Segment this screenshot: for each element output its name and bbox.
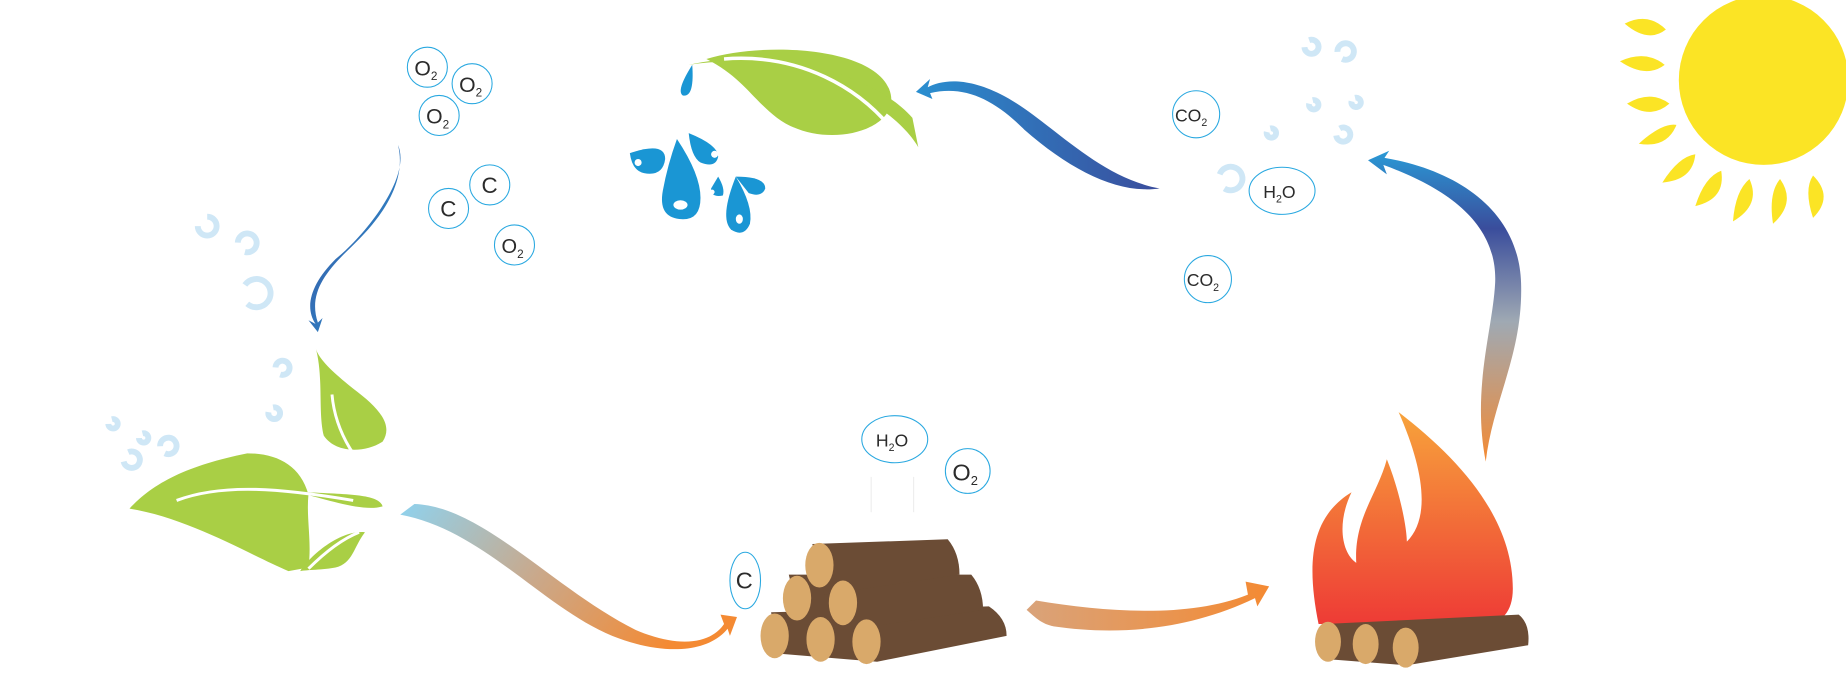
- svg-text:CO2: CO2: [1187, 270, 1219, 294]
- svg-text:O2: O2: [459, 74, 482, 100]
- svg-text:O2: O2: [414, 57, 437, 83]
- svg-text:C: C: [440, 197, 456, 222]
- bubbles-icon: [105, 36, 1364, 471]
- svg-text:O2: O2: [952, 459, 978, 488]
- molecule-h2o: H2O: [861, 415, 929, 464]
- svg-text:H2O: H2O: [876, 430, 908, 454]
- svg-text:CO2: CO2: [1175, 105, 1207, 129]
- arrow-atmosphere-to-leaves: [308, 144, 401, 333]
- svg-text:O2: O2: [502, 236, 524, 261]
- molecule-carbon: C: [469, 164, 511, 206]
- svg-text:C: C: [482, 173, 498, 198]
- log-pile-icon: [760, 539, 1007, 665]
- arrow-leaves-to-wood: [400, 503, 737, 650]
- svg-text:H2O: H2O: [1263, 182, 1295, 206]
- water-droplets-icon: [629, 64, 766, 233]
- molecule-o2: O2: [406, 46, 448, 88]
- sun-icon: [1619, 0, 1846, 224]
- molecule-o2: O2: [493, 224, 536, 266]
- molecule-o2: O2: [451, 63, 493, 105]
- molecule-h2o: H2O: [1248, 166, 1316, 215]
- molecule-carbon: C: [729, 551, 762, 610]
- molecule-co2: CO2: [1172, 90, 1221, 139]
- arrow-fire-to-atmosphere: [1368, 150, 1522, 462]
- svg-text:O2: O2: [426, 106, 449, 132]
- leaf-top-icon: [688, 49, 919, 148]
- molecule-o2: O2: [418, 94, 460, 137]
- leaves-left-icon: [129, 347, 387, 572]
- molecule-o2: O2: [944, 448, 991, 494]
- molecule-co2: CO2: [1183, 255, 1232, 304]
- campfire-icon: [1312, 412, 1529, 668]
- arrow-atmosphere-to-leaf: [915, 78, 1160, 190]
- molecule-carbon: C: [428, 187, 470, 230]
- arrow-wood-to-fire: [1026, 581, 1270, 631]
- vapor-lines: [870, 476, 915, 513]
- svg-text:C: C: [736, 568, 753, 594]
